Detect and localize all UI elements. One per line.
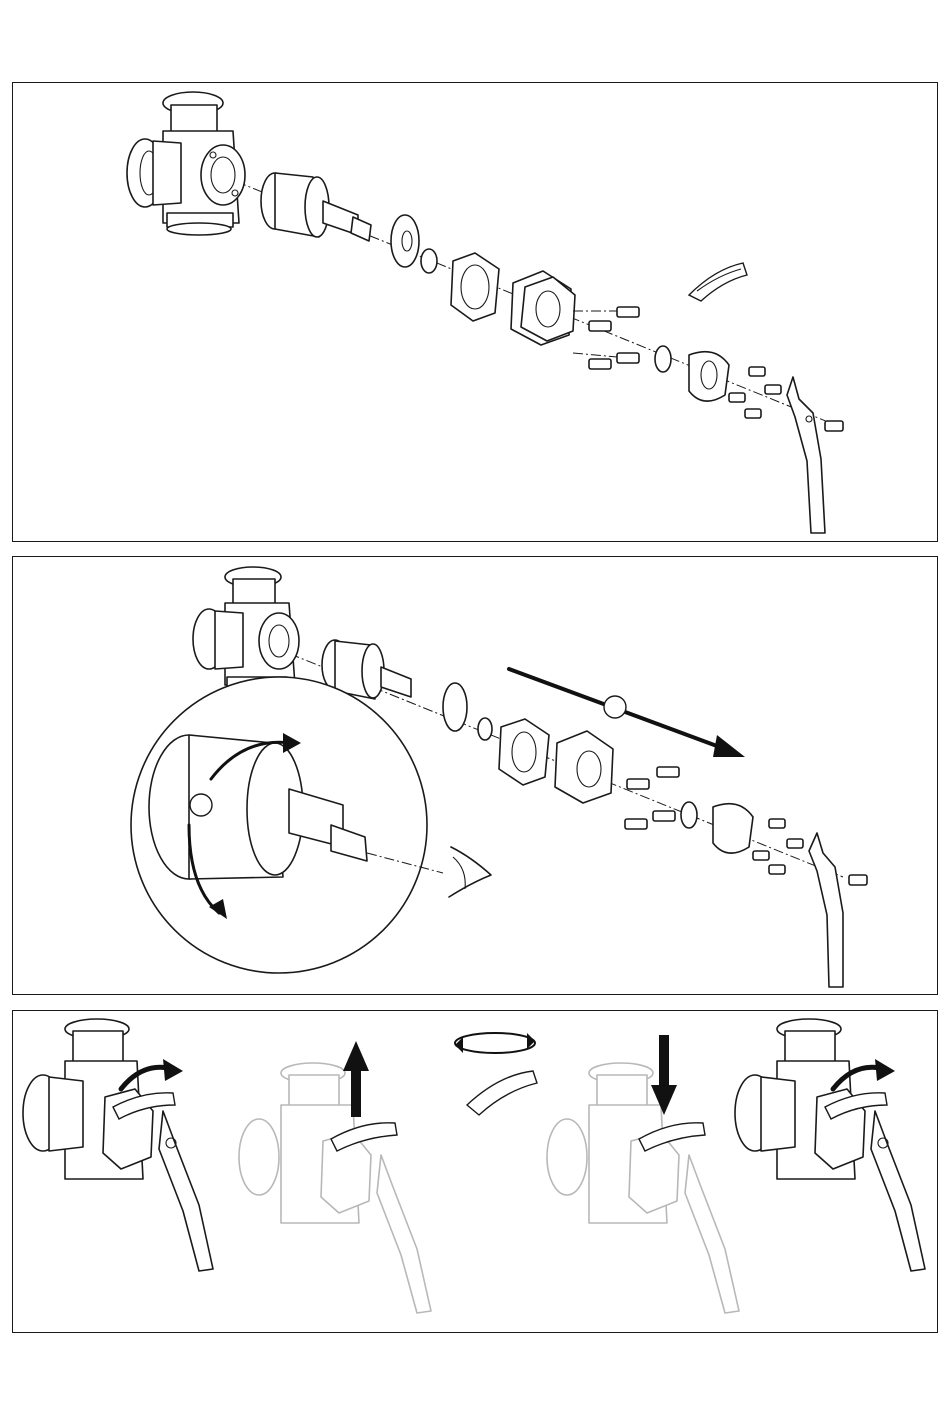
lever-handle-icon [809,833,867,987]
valve-assembly-step-1 [23,1019,213,1271]
o-ring-small-icon [681,802,697,828]
lever-handle-icon [159,1111,213,1271]
valve-assembly-step-2 [239,1063,431,1313]
washer-icon [443,683,467,731]
valve-assembly-step-3 [547,1063,739,1313]
o-ring-small-icon [655,346,671,372]
scale-segment-icon [689,263,747,301]
lever-handle-icon [787,377,843,533]
screw-icon [625,767,679,829]
callout-circle [604,696,626,718]
bonnet-icon [555,731,613,803]
press-down-arrow [651,1035,677,1115]
marking-check-drawing [13,557,937,994]
screw-icon [573,307,639,369]
washer-icon [391,215,419,267]
marking-check-panel [12,556,938,995]
scale-repositioning-panel [12,1010,938,1333]
four-way-valve-body-icon [193,567,299,689]
lever-handle-icon [871,1111,925,1271]
rotate-scale-icon [455,1033,537,1115]
o-ring-icon [421,249,437,273]
flange-plate-icon [451,253,499,321]
stop-disc-icon [713,804,753,853]
small-screw-icon [753,819,803,874]
bonnet-icon [511,271,575,345]
o-ring-icon [478,718,492,740]
stop-disc-icon [689,352,729,401]
callout-circle [190,794,212,816]
eye-icon [449,847,491,897]
magnified-detail-view [131,677,427,973]
valve-insert-icon [261,173,371,241]
exploded-view-drawing [13,83,937,541]
four-way-valve-body-icon [127,92,245,235]
valve-assembly-step-4 [735,1019,925,1271]
scale-repositioning-drawing [13,1011,937,1332]
exploded-view-panel [12,82,938,542]
flange-plate-icon [499,719,549,785]
